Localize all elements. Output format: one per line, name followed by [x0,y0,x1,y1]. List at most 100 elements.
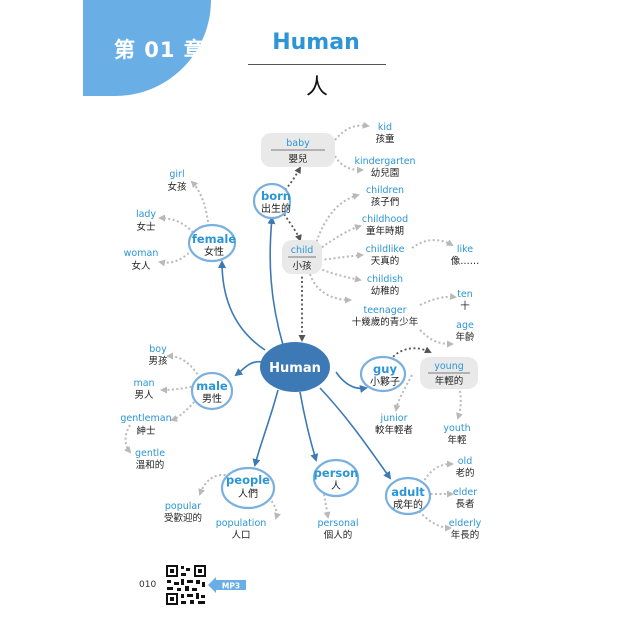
box-child: child 小孩 [291,245,314,272]
word-boy: boy 男孩 [148,344,168,367]
hub-label: Human [269,361,321,376]
word-elder: elder 長者 [453,487,477,510]
branch-person: person 人 [314,466,359,492]
svg-text:年輕的: 年輕的 [435,375,464,387]
mp3-label: MP3 [222,582,240,591]
word-man: man 男人 [133,378,154,401]
word-junior: junior 較年輕者 [375,413,413,436]
svg-text:gentle: gentle [135,448,165,459]
svg-text:天真的: 天真的 [371,255,400,267]
svg-text:ten: ten [457,289,473,300]
word-old: old 老的 [455,456,474,479]
svg-text:gentleman: gentleman [120,413,171,424]
svg-text:childish: childish [367,274,403,285]
word-youth: youth 年輕 [443,423,470,446]
svg-text:child: child [291,245,314,256]
svg-text:幼稚的: 幼稚的 [371,285,400,297]
svg-text:children: children [366,185,404,196]
svg-text:childlike: childlike [366,244,405,255]
svg-text:female: female [192,232,236,246]
svg-text:十幾歲的青少年: 十幾歲的青少年 [352,316,419,328]
svg-text:age: age [456,320,474,331]
word-like: like 像…… [451,244,480,267]
svg-text:女士: 女士 [136,221,156,233]
svg-text:孩子們: 孩子們 [371,196,400,208]
svg-text:youth: youth [443,423,470,434]
svg-text:lady: lady [136,209,156,220]
word-gentleman: gentleman 紳士 [120,413,171,437]
svg-text:嬰兒: 嬰兒 [288,153,308,165]
word-population: population 人口 [216,518,267,541]
qr-code-icon[interactable] [165,564,207,606]
svg-text:年輕: 年輕 [447,434,467,446]
word-woman: woman 女人 [124,248,159,272]
svg-text:老的: 老的 [455,467,474,479]
branch-born: born 出生的 [261,189,291,215]
branch-circles [187,182,432,516]
svg-text:小孩: 小孩 [292,260,312,272]
word-kindergarten: kindergarten 幼兒園 [354,156,415,179]
svg-text:boy: boy [149,344,167,355]
title-divider [248,64,386,65]
svg-text:個人的: 個人的 [324,529,353,541]
word-children: children 孩子們 [366,185,404,208]
branch-female: female 女性 [192,232,236,258]
svg-text:like: like [457,244,473,255]
word-lady: lady 女士 [136,209,156,233]
svg-text:personal: personal [317,518,358,529]
svg-text:出生的: 出生的 [261,202,291,215]
svg-text:popular: popular [165,501,201,512]
svg-text:young: young [434,361,464,372]
word-childish: childish 幼稚的 [367,274,403,297]
svg-text:guy: guy [373,362,397,376]
svg-text:成年的: 成年的 [393,498,423,511]
svg-text:年長的: 年長的 [451,529,480,541]
dark-dotted-connectors [283,166,432,361]
svg-text:較年輕者: 較年輕者 [375,424,413,436]
word-girl: girl 女孩 [167,169,187,193]
box-baby: baby 嬰兒 [286,138,310,165]
svg-text:男性: 男性 [202,392,222,405]
svg-text:person: person [314,466,359,480]
word-popular: popular 受歡迎的 [164,501,202,524]
svg-text:紳士: 紳士 [136,425,156,437]
svg-text:溫和的: 溫和的 [136,459,165,471]
word-age: age 年齡 [455,320,475,343]
svg-text:adult: adult [391,485,425,499]
branch-people: people 人們 [226,473,270,500]
page-title-en: Human [272,30,360,55]
svg-text:kid: kid [378,122,392,133]
word-elderly: elderly 年長的 [449,518,482,541]
word-kid: kid 孩童 [375,122,395,145]
svg-text:teenager: teenager [363,305,406,316]
svg-text:女人: 女人 [131,260,151,272]
word-childlike: childlike 天真的 [366,244,405,267]
svg-text:男孩: 男孩 [148,355,168,367]
branch-male: male 男性 [196,379,228,405]
svg-text:kindergarten: kindergarten [354,156,415,167]
svg-text:幼兒園: 幼兒園 [371,167,400,179]
svg-text:小夥子: 小夥子 [370,376,400,388]
svg-text:孩童: 孩童 [375,133,395,145]
svg-text:childhood: childhood [362,214,408,225]
svg-text:born: born [261,189,291,203]
svg-text:年齡: 年齡 [455,331,475,343]
svg-text:elder: elder [453,487,477,498]
mp3-arrow-icon[interactable]: MP3 [208,576,246,594]
svg-text:人: 人 [331,480,341,492]
svg-text:girl: girl [169,169,184,180]
svg-text:baby: baby [286,138,310,149]
word-childhood: childhood 童年時期 [362,214,408,237]
hub-node [260,342,330,392]
svg-text:十: 十 [460,300,470,312]
svg-text:man: man [133,378,154,389]
svg-text:男人: 男人 [134,390,154,401]
svg-text:長者: 長者 [455,499,474,510]
box-dividers [271,149,470,374]
svg-text:女性: 女性 [204,245,224,258]
svg-text:像……: 像…… [451,255,480,267]
svg-text:人們: 人們 [238,487,258,500]
svg-text:人口: 人口 [231,530,250,541]
main-connectors [218,216,392,480]
